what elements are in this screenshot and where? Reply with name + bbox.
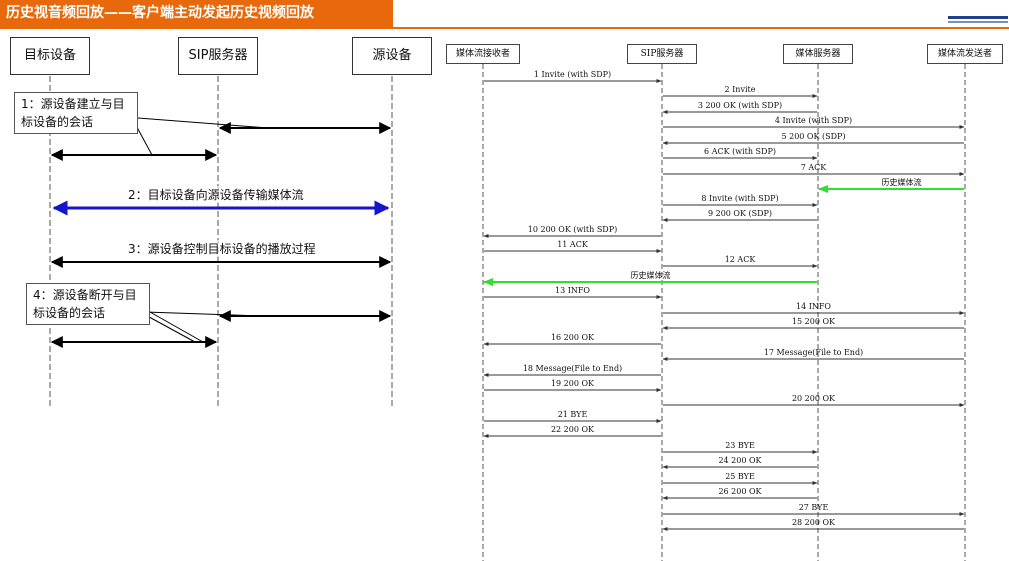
corner-logo-mark	[948, 16, 1008, 24]
seq-message-label: 3 200 OK (with SDP)	[697, 101, 783, 110]
participant-media-server: 媒体服务器	[783, 44, 853, 64]
seq-message-label: 17 Message(File to End)	[763, 348, 864, 357]
seq-message-label: 4 Invite (with SDP)	[774, 116, 853, 125]
seq-message-label: 19 200 OK	[550, 379, 595, 388]
seq-message-label: 1 Invite (with SDP)	[533, 70, 612, 79]
page-title: 历史视音频回放——客户端主动发起历史视频回放	[0, 0, 393, 27]
note-step4-line2: 标设备的会话	[33, 306, 106, 320]
label-step3: 3：源设备控制目标设备的播放过程	[128, 240, 316, 257]
note-step4-line1: 4：源设备断开与目	[33, 288, 137, 302]
seq-message-label: 14 INFO	[796, 302, 831, 311]
seq-message-label: 21 BYE	[557, 410, 588, 419]
seq-message-label: 6 ACK (with SDP)	[704, 147, 776, 156]
participant-media-sender: 媒体流发送者	[927, 44, 1003, 64]
seq-message-label: 9 200 OK (SDP)	[707, 209, 773, 218]
seq-message-label: 13 INFO	[555, 286, 590, 295]
seq-message-label: 22 200 OK	[550, 425, 595, 434]
participant-source-device: 源设备	[352, 37, 432, 75]
seq-message-label: 24 200 OK	[718, 456, 762, 465]
seq-message-label: 18 Message(File to End)	[522, 364, 623, 373]
seq-message-label: 28 200 OK	[791, 518, 836, 527]
participant-target-device: 目标设备	[10, 37, 90, 75]
label-step2: 2：目标设备向源设备传输媒体流	[128, 186, 304, 203]
seq-message-label: 16 200 OK	[550, 333, 595, 342]
seq-message-label: 5 200 OK (SDP)	[781, 132, 846, 141]
note-step1-line2: 标设备的会话	[21, 115, 94, 129]
seq-message-label: 20 200 OK	[791, 394, 836, 403]
note1-pointer-a	[137, 117, 269, 129]
seq-message-label: 11 ACK	[557, 240, 588, 249]
note-step1: 1：源设备建立与目 标设备的会话	[14, 92, 138, 134]
seq-message-label: 2 Invite	[724, 85, 756, 94]
seq-message-label: 10 200 OK (with SDP)	[527, 225, 618, 234]
note-step4: 4：源设备断开与目 标设备的会话	[26, 283, 150, 325]
seq-message-label: 27 BYE	[798, 503, 829, 512]
seq-message-label: 12 ACK	[724, 255, 756, 264]
note-step1-line1: 1：源设备建立与目	[21, 97, 125, 111]
left-diagram	[49, 76, 393, 406]
participant-sip-server-right: SIP服务器	[627, 44, 697, 64]
seq-message-label: 25 BYE	[725, 472, 755, 481]
title-divider	[0, 27, 1009, 29]
seq-message-label: 历史媒体流	[630, 271, 671, 280]
participant-media-receiver: 媒体流接收者	[446, 44, 520, 64]
note4-pointer-c	[149, 311, 204, 343]
seq-message-label: 23 BYE	[725, 441, 755, 450]
note4-pointer-a	[144, 311, 263, 317]
seq-message-label: 8 Invite (with SDP)	[701, 194, 779, 203]
seq-message-label: 历史媒体流	[881, 178, 922, 187]
seq-message-label: 26 200 OK	[718, 487, 762, 496]
seq-message-label: 7 ACK	[800, 163, 827, 172]
seq-message-label: 15 200 OK	[791, 317, 836, 326]
participant-sip-server: SIP服务器	[178, 37, 258, 75]
